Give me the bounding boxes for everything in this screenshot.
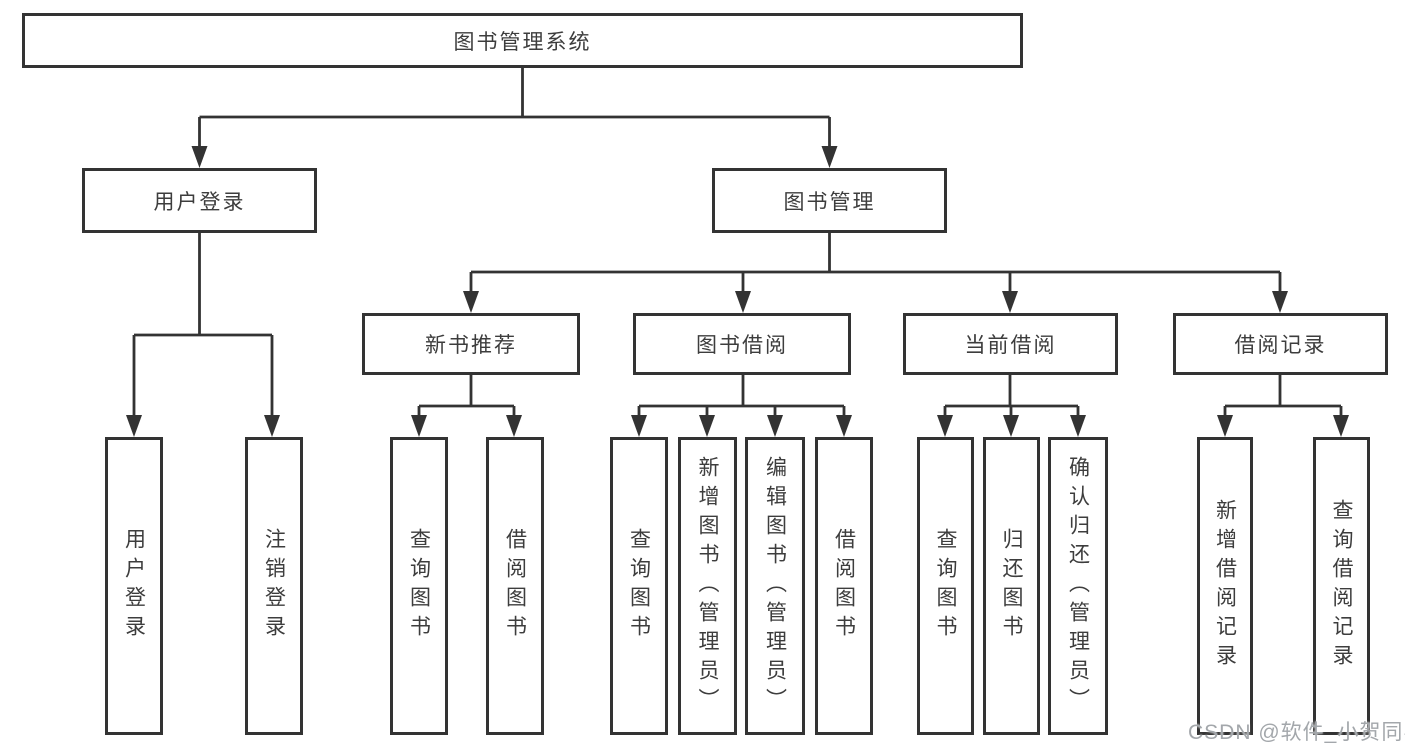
leaf-borrow-books-1: 借阅图书 [486, 437, 544, 735]
node-new-book-recommendation-label: 新书推荐 [425, 334, 517, 357]
leaf-query-books-2: 查询图书 [610, 437, 668, 735]
connector-book-management-to-level3 [469, 233, 1282, 292]
connector-user-login-children [132, 233, 274, 416]
leaf-add-borrow-record-label: 新增借阅记录 [1213, 499, 1237, 673]
leaf-borrow-books-2-label: 借阅图书 [832, 528, 856, 644]
arrowheads-user-login-children [126, 415, 280, 437]
node-current-borrowing-label: 当前借阅 [964, 334, 1057, 357]
node-book-management: 图书管理 [712, 168, 947, 233]
connector-book-borrowing-children [637, 375, 846, 416]
leaf-query-books-3-label: 查询图书 [934, 528, 957, 644]
leaf-query-borrow-record-label: 查询借阅记录 [1330, 499, 1353, 673]
node-library-management-system: 图书管理系统 [22, 13, 1023, 68]
arrowheads-level3 [463, 291, 1288, 313]
node-current-borrowing: 当前借阅 [903, 313, 1118, 375]
leaf-query-books-1: 查询图书 [390, 437, 448, 735]
leaf-add-books-admin: 新增图书（管理员） [678, 437, 737, 735]
connector-current-borrowing-children [943, 375, 1080, 416]
arrowheads-book-borrowing-children [631, 415, 852, 437]
connector-borrowing-records-children [1223, 375, 1343, 416]
node-book-borrowing-label: 图书借阅 [696, 334, 788, 357]
leaf-borrow-books-1-label: 借阅图书 [503, 528, 527, 644]
node-new-book-recommendation: 新书推荐 [362, 313, 580, 375]
leaf-confirm-return-admin-label: 确认归还（管理员） [1066, 455, 1090, 717]
leaf-user-login: 用户登录 [105, 437, 163, 735]
leaf-query-books-2-label: 查询图书 [627, 528, 651, 644]
node-user-login-label: 用户登录 [153, 190, 246, 214]
leaf-add-books-admin-label: 新增图书（管理员） [696, 455, 719, 717]
arrowheads-borrowing-records-children [1217, 415, 1349, 437]
leaf-return-books: 归还图书 [983, 437, 1040, 735]
watermark: CSDN @软件_小贺同学 [1188, 721, 1405, 744]
leaf-query-books-1-label: 查询图书 [407, 528, 431, 644]
node-book-management-label: 图书管理 [783, 190, 876, 214]
leaf-query-books-3: 查询图书 [917, 437, 974, 735]
leaf-logout: 注销登录 [245, 437, 303, 735]
node-book-borrowing: 图书借阅 [633, 313, 851, 375]
connector-root-to-level2 [198, 68, 831, 147]
arrowheads-new-book-children [411, 415, 522, 437]
leaf-user-login-label: 用户登录 [122, 528, 146, 644]
leaf-logout-label: 注销登录 [262, 528, 286, 644]
node-borrowing-records-label: 借阅记录 [1234, 334, 1327, 357]
node-user-login: 用户登录 [82, 168, 317, 233]
connector-new-book-children [417, 375, 516, 416]
leaf-add-borrow-record: 新增借阅记录 [1197, 437, 1253, 735]
node-borrowing-records: 借阅记录 [1173, 313, 1388, 375]
leaf-edit-books-admin: 编辑图书（管理员） [745, 437, 805, 735]
leaf-edit-books-admin-label: 编辑图书（管理员） [763, 455, 787, 717]
leaf-confirm-return-admin: 确认归还（管理员） [1048, 437, 1108, 735]
leaf-borrow-books-2: 借阅图书 [815, 437, 873, 735]
leaf-query-borrow-record: 查询借阅记录 [1313, 437, 1370, 735]
leaf-return-books-label: 归还图书 [1000, 528, 1023, 644]
arrowheads-current-borrowing-children [937, 415, 1086, 437]
node-library-management-system-label: 图书管理系统 [453, 30, 592, 54]
arrowheads-level2 [191, 146, 838, 168]
